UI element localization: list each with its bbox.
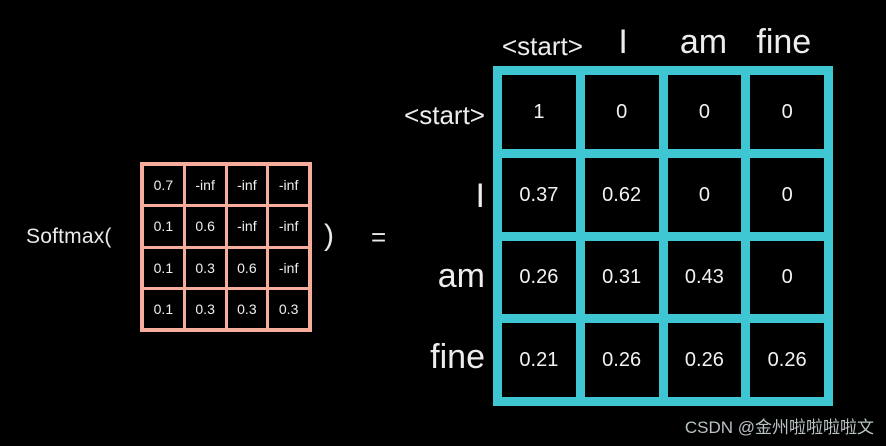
matrix-cell: 0.1 [144, 207, 183, 246]
matrix-cell: 0.26 [750, 323, 824, 397]
matrix-cell: 0 [667, 75, 742, 149]
matrix-cell: 0 [584, 75, 659, 149]
output-matrix: 1 0 0 0 0.37 0.62 0 0 0.26 0.31 0.43 0 0… [493, 66, 833, 406]
equals-sign: = [371, 222, 387, 252]
matrix-cell: 0.1 [144, 289, 183, 328]
matrix-cell: 0.6 [227, 248, 267, 287]
matrix-cell: 1 [502, 75, 576, 149]
column-header-i: I [618, 23, 628, 61]
matrix-cell: -inf [269, 166, 308, 205]
matrix-cell: 0.26 [667, 323, 742, 397]
matrix-cell: 0 [750, 75, 824, 149]
matrix-cell: 0.43 [667, 240, 742, 315]
column-header-fine: fine [756, 23, 812, 61]
matrix-cell: 0.3 [269, 289, 308, 328]
column-header-start: <start> [502, 31, 583, 61]
matrix-cell: 0.3 [185, 248, 225, 287]
softmax-function-label: Softmax( [26, 225, 112, 248]
matrix-cell: 0 [750, 157, 824, 232]
closing-paren: ) [324, 219, 334, 252]
matrix-cell: 0 [667, 157, 742, 232]
matrix-cell: 0.1 [144, 248, 183, 287]
row-header-am: am [437, 257, 485, 296]
matrix-cell: 0.31 [584, 240, 659, 315]
input-matrix: 0.7 -inf -inf -inf 0.1 0.6 -inf -inf 0.1… [140, 162, 312, 332]
matrix-cell: -inf [269, 248, 308, 287]
column-header-row: <start> I am fine [493, 16, 833, 62]
matrix-cell: -inf [269, 207, 308, 246]
matrix-cell: 0.26 [584, 323, 659, 397]
matrix-cell: 0.7 [144, 166, 183, 205]
matrix-cell: 0.6 [185, 207, 225, 246]
row-header-fine: fine [430, 337, 485, 376]
matrix-cell: 0.37 [502, 157, 576, 232]
row-header-start: <start> [404, 100, 485, 131]
matrix-cell: 0.3 [227, 289, 267, 328]
watermark-text: CSDN @金州啦啦啦啦文 [684, 418, 874, 437]
matrix-cell: 0.3 [185, 289, 225, 328]
row-header-column: <start> I am fine [330, 66, 485, 406]
matrix-cell: 0.62 [584, 157, 659, 232]
matrix-cell: 0.21 [502, 323, 576, 397]
matrix-cell: -inf [227, 207, 267, 246]
matrix-cell: 0.26 [502, 240, 576, 315]
matrix-cell: -inf [185, 166, 225, 205]
column-header-am: am [679, 23, 728, 61]
row-header-i: I [475, 176, 485, 215]
matrix-cell: -inf [227, 166, 267, 205]
matrix-cell: 0 [750, 240, 824, 315]
